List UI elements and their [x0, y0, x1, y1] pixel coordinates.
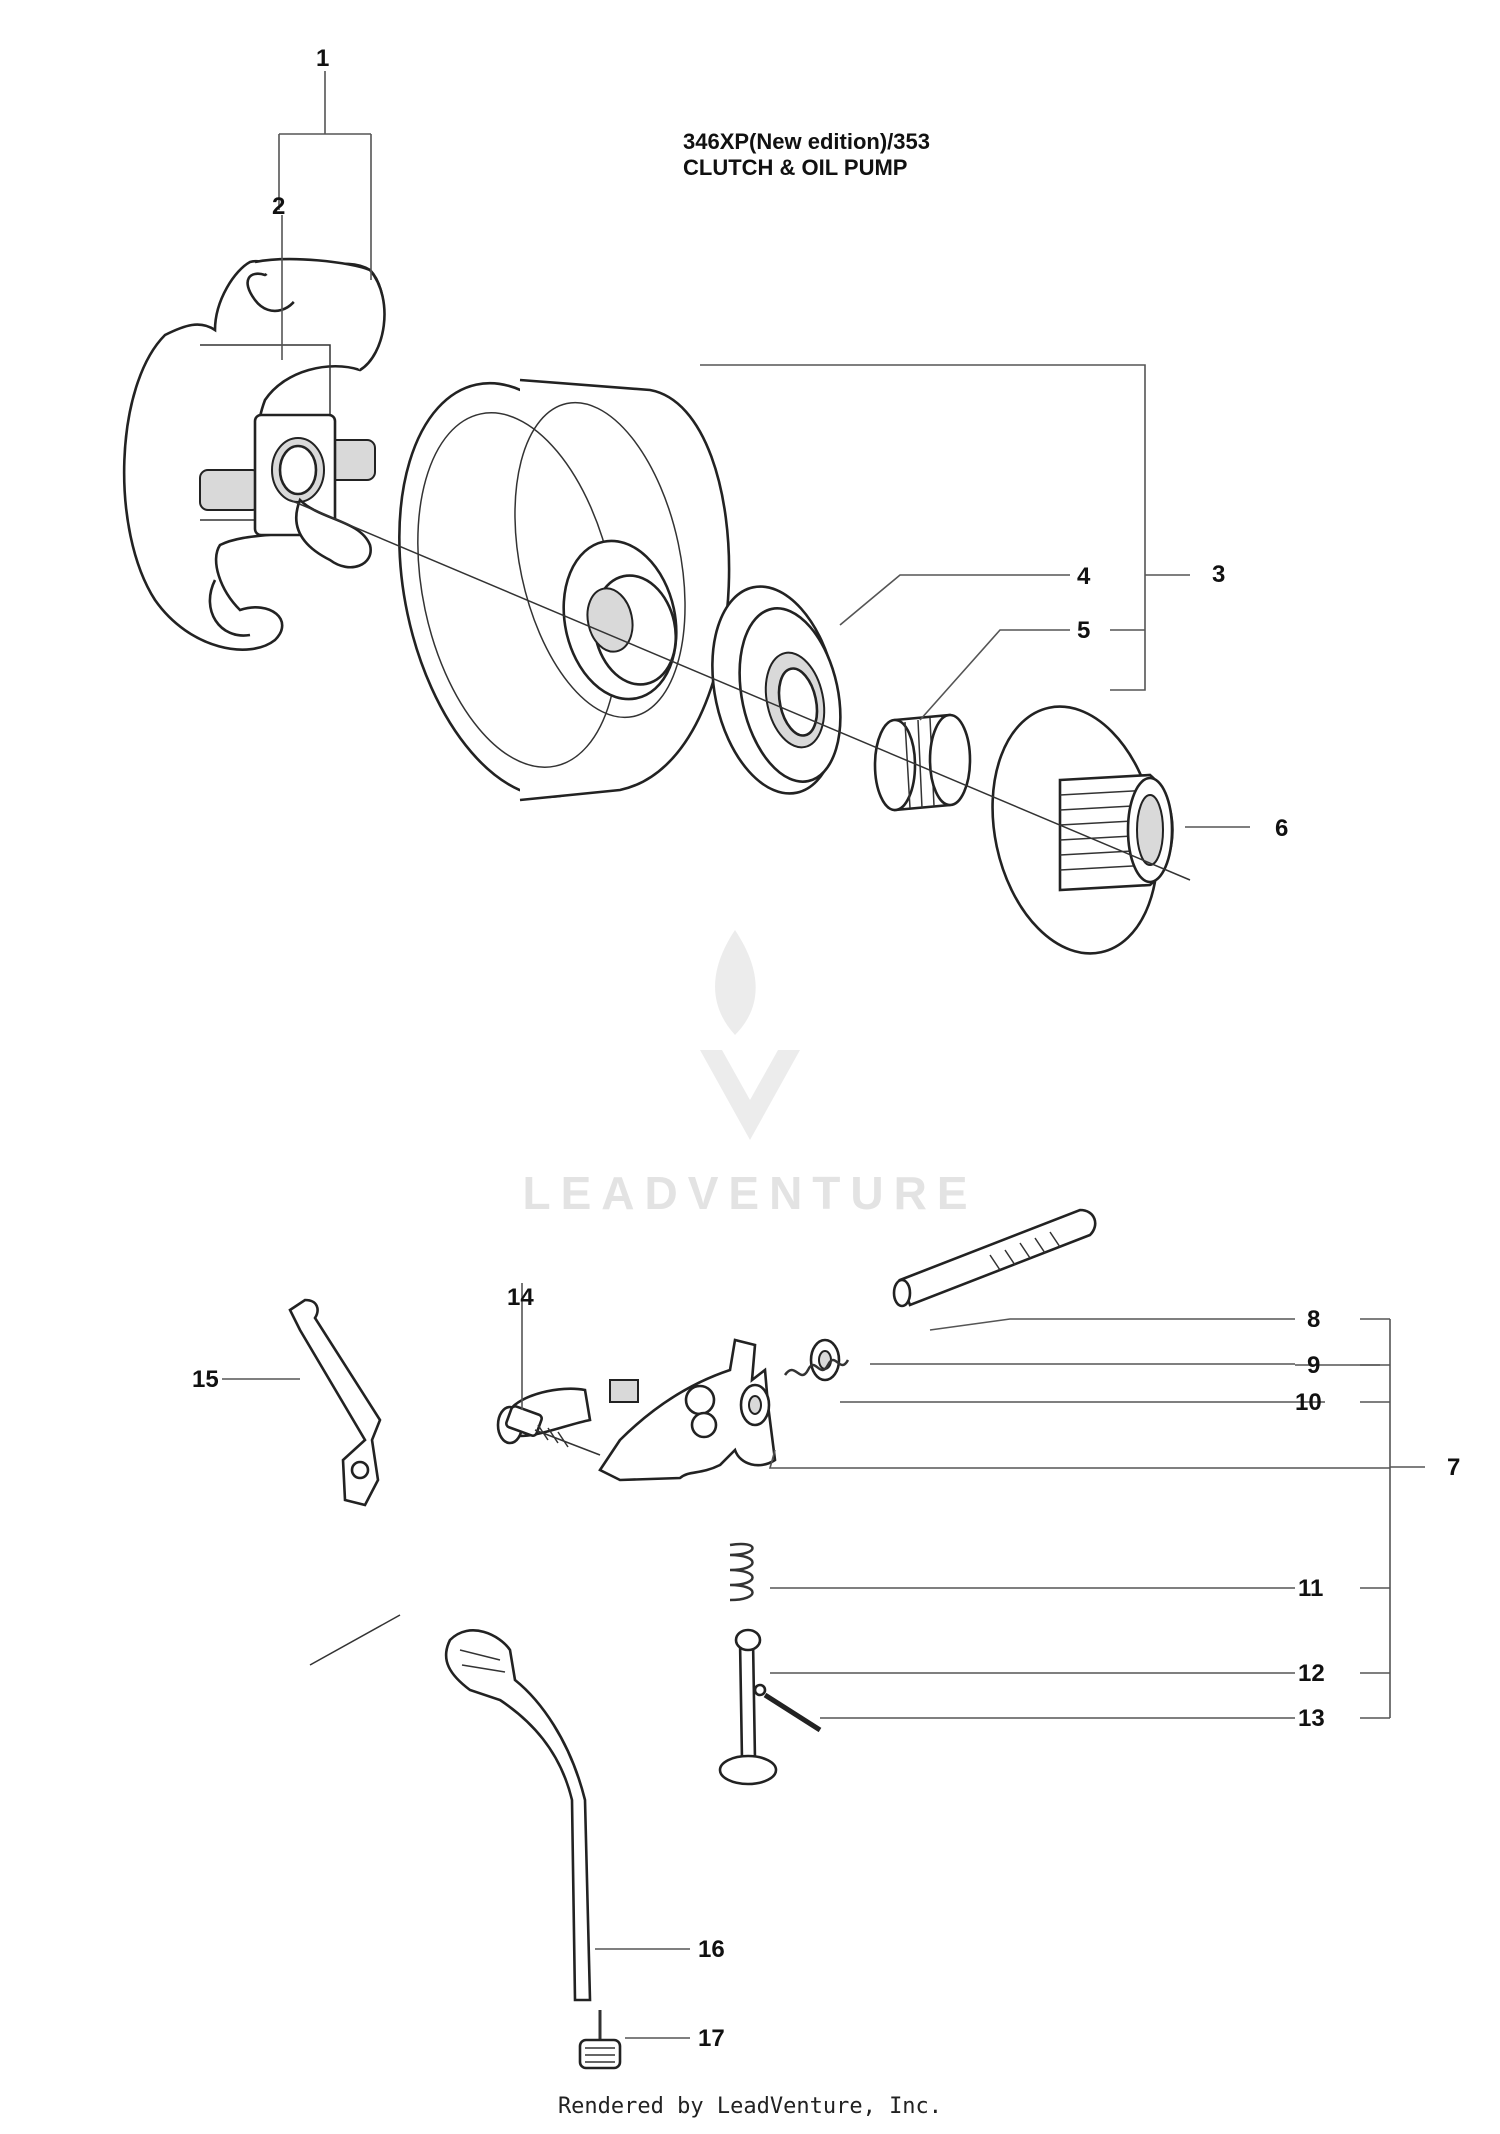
callout-labels: 1 2 3 4 5 6 7 8 9 10 11 12 13 14 15 16 1…	[192, 45, 1460, 2052]
oil-strainer[interactable]	[578, 2010, 622, 2070]
clutch-drum[interactable]	[364, 361, 731, 820]
callout-11: 11	[1298, 1575, 1323, 1602]
callout-9: 9	[1307, 1352, 1320, 1379]
callout-3: 3	[1212, 561, 1225, 588]
callout-16: 16	[698, 1936, 725, 1963]
footer-credit: Rendered by LeadVenture, Inc.	[557, 2094, 943, 2119]
clutch-axis-line	[289, 499, 1191, 881]
callout-17: 17	[698, 2025, 725, 2052]
oil-hose[interactable]	[444, 1629, 592, 2002]
watermark-text: LEADVENTURE	[522, 1167, 978, 1219]
callout-2: 2	[272, 193, 285, 220]
callout-14: 14	[507, 1284, 534, 1311]
callout-15: 15	[192, 1366, 219, 1393]
needle-bearing[interactable]	[873, 713, 972, 812]
oil-pump-housing[interactable]	[496, 1338, 777, 1482]
callout-10: 10	[1295, 1389, 1322, 1416]
sprocket-rim[interactable]	[694, 575, 855, 805]
callout-12: 12	[1298, 1660, 1325, 1687]
roll-pin[interactable]	[763, 1692, 822, 1733]
callout-1: 1	[316, 45, 329, 72]
suction-hose-bracket[interactable]	[288, 1298, 401, 1666]
watermark-logo	[700, 930, 800, 1140]
spacer-washer[interactable]	[739, 1383, 771, 1427]
callout-6: 6	[1275, 815, 1288, 842]
pump-plunger[interactable]	[718, 1628, 778, 1786]
callout-8: 8	[1307, 1306, 1320, 1333]
diagram-title-section: CLUTCH & OIL PUMP	[683, 155, 908, 180]
clutch-shoe-assembly[interactable]	[122, 257, 386, 651]
pump-spring[interactable]	[729, 1542, 754, 1602]
oil-pump-leader-lines	[222, 1283, 1425, 2039]
pump-piston[interactable]	[892, 1208, 1097, 1308]
callout-7: 7	[1447, 1454, 1460, 1481]
piston-spring[interactable]	[783, 1358, 850, 1377]
clutch-washer[interactable]	[971, 691, 1179, 969]
callout-13: 13	[1298, 1705, 1325, 1732]
oil-pump-screw[interactable]	[505, 1405, 601, 1456]
callout-5: 5	[1077, 617, 1090, 644]
diagram-title-model: 346XP(New edition)/353	[683, 129, 930, 154]
clutch-leader-lines	[278, 71, 1250, 828]
callout-4: 4	[1077, 563, 1091, 590]
